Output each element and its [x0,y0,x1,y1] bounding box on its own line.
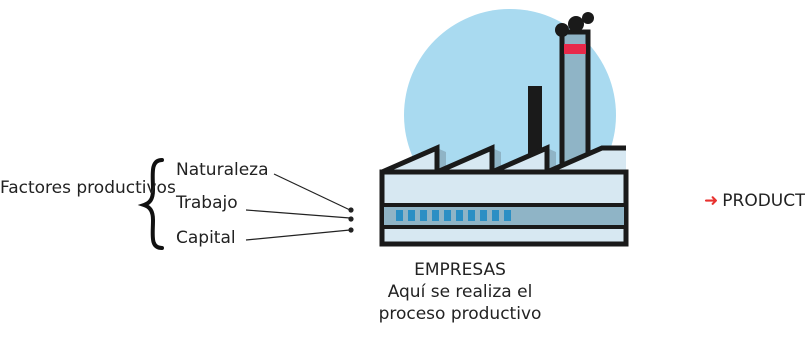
factory-window [420,210,427,221]
right-arrow-icon: ➜ [704,191,719,211]
factory-window [480,210,487,221]
curly-brace-icon [137,158,164,250]
factor-trabajo: Trabajo [176,193,238,213]
factory-window [396,210,403,221]
naturaleza-connector [273,173,351,211]
factor-capital: Capital [176,228,236,248]
productos-output: ➜PRODUCTOS [704,191,805,212]
empresas-caption: EMPRESAS Aquí se realiza el proceso prod… [360,259,560,325]
empresas-description: Aquí se realiza el proceso productivo [378,282,542,324]
factory-windows [396,210,511,221]
capital-connector [245,229,351,241]
factor-naturaleza: Naturaleza [176,160,269,180]
trabajo-connector [245,209,351,219]
factory-window [408,210,415,221]
connector-dot [348,216,354,222]
connector-lines [245,173,351,241]
factory-icon [379,144,629,247]
factory-window [432,210,439,221]
factory-window [492,210,499,221]
connector-dot [348,207,354,213]
factory-window [504,210,511,221]
empresas-title: EMPRESAS [414,260,506,280]
connector-dot [348,227,354,233]
factory-window [456,210,463,221]
factory-window [468,210,475,221]
chimney-red-band [564,44,586,54]
smoke-icon [555,12,594,37]
productos-label: PRODUCTOS [722,191,805,211]
factory-window [444,210,451,221]
factores-productivos-label: Factores productivos [0,178,176,198]
